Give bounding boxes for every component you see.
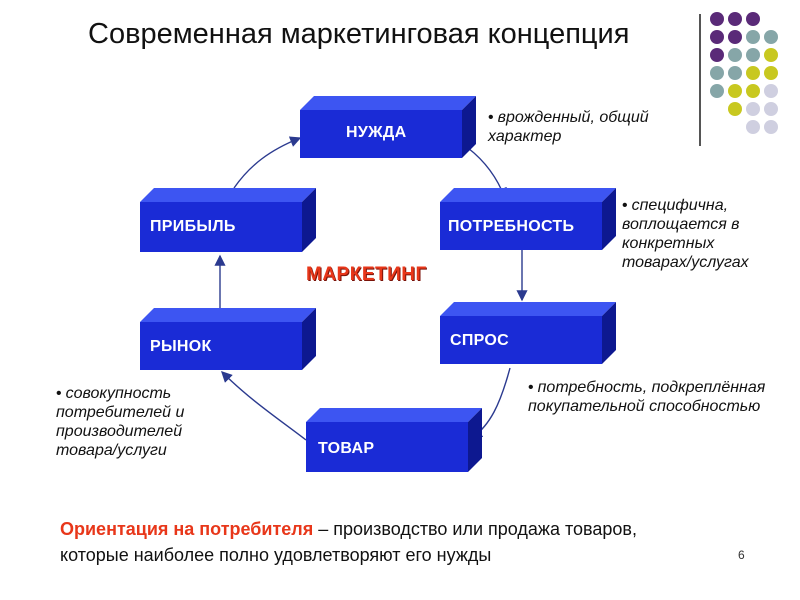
decor-dot [728, 12, 742, 26]
decor-divider [699, 14, 701, 146]
decor-dot [746, 66, 760, 80]
note-need: •врожденный, общий характер [488, 108, 688, 146]
node-need: НУЖДА [300, 96, 476, 158]
node-need-label: НУЖДА [346, 124, 407, 141]
node-demand-label: СПРОС [450, 332, 510, 349]
decor-dot [746, 48, 760, 62]
note-want: •специфична, воплощается в конкретных то… [622, 196, 772, 272]
arrow-product-to-market [221, 371, 307, 441]
decor-dot [746, 84, 760, 98]
decor-dot [764, 30, 778, 44]
decor-dot [710, 84, 724, 98]
arrow-profit-to-need [233, 136, 302, 189]
node-demand-shape [440, 302, 616, 364]
bullet-icon: • [622, 197, 628, 214]
note-need-text: врожденный, общий характер [488, 109, 649, 145]
center-label: МАРКЕТИНГ [306, 264, 427, 285]
bullet-icon: • [528, 379, 534, 396]
note-demand-text: потребность, подкреплённая покупательной… [528, 379, 766, 415]
bullet-icon: • [56, 385, 62, 402]
note-market: •совокупность потребителей и производите… [56, 384, 206, 460]
decor-dot [746, 12, 760, 26]
node-want-label: ПОТРЕБНОСТЬ [448, 218, 575, 235]
decor-dot [710, 66, 724, 80]
slide-number: 6 [738, 548, 745, 562]
decor-dot [764, 66, 778, 80]
node-market: РЫНОК [140, 308, 316, 370]
decor-dot [728, 66, 742, 80]
decor-dot [710, 48, 724, 62]
node-profit: ПРИБЫЛЬ [140, 188, 316, 252]
bottom-accent: Ориентация на потребителя [60, 519, 314, 539]
decor-dot [710, 30, 724, 44]
node-product-label: ТОВАР [318, 440, 375, 457]
node-product-shape [306, 408, 482, 472]
bullet-icon: • [488, 109, 494, 126]
node-profit-label: ПРИБЫЛЬ [150, 218, 236, 235]
note-want-text: специфична, воплощается в конкретных тов… [622, 197, 749, 271]
decor-dot [728, 30, 742, 44]
node-market-label: РЫНОК [150, 338, 212, 355]
node-want-shape [440, 188, 616, 250]
slide-title: Современная маркетинговая концепция [88, 18, 630, 50]
decor-dot [728, 102, 742, 116]
decor-dot [710, 12, 724, 26]
node-demand: СПРОС [440, 302, 616, 364]
note-demand: •потребность, подкреплённая покупательно… [528, 378, 793, 416]
bottom-statement: Ориентация на потребителя – производство… [60, 516, 680, 568]
note-market-text: совокупность потребителей и производител… [56, 385, 185, 459]
decor-dot [764, 48, 778, 62]
decor-dot [746, 30, 760, 44]
decor-dot [764, 84, 778, 98]
decor-dot [728, 84, 742, 98]
decor-dot [746, 102, 760, 116]
decor-dot [746, 120, 760, 134]
node-want: ПОТРЕБНОСТЬ [440, 188, 616, 250]
decor-dot [764, 102, 778, 116]
decor-dot [728, 48, 742, 62]
node-market-shape [140, 308, 316, 370]
bottom-rest: – производство или продажа товаров, кото… [60, 519, 637, 565]
node-product: ТОВАР [306, 408, 482, 472]
node-profit-shape [140, 188, 316, 252]
node-need-shape [300, 96, 476, 158]
decor-dot [764, 120, 778, 134]
